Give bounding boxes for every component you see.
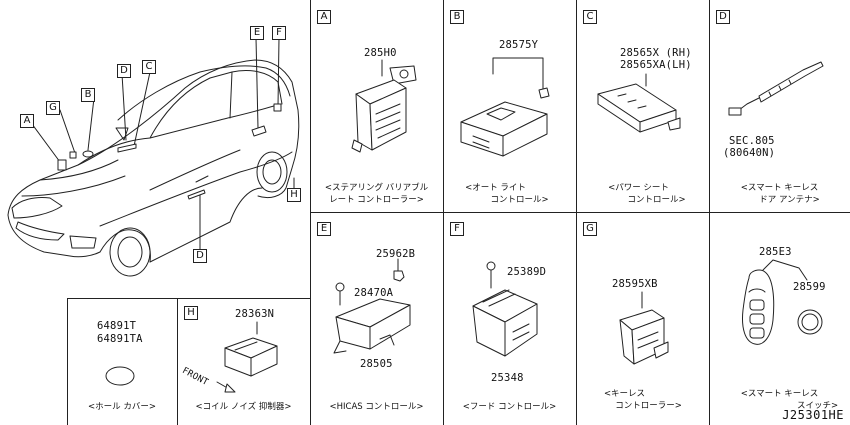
caption-line: <オート ライト [465, 183, 526, 193]
diagram-code: J25301HE [782, 408, 844, 422]
panel-hole-cover: 64891T 64891TA <ホール カバー> [67, 298, 177, 425]
panel-c: C 28565X (RH) 28565XA(LH) <パワー シート コントロー… [576, 0, 709, 212]
part-number-lh: 28565XA(LH) [620, 59, 692, 71]
caption-line: <スマート キーレス [740, 183, 819, 193]
caption-line: <フード コントロール> [462, 402, 557, 412]
part-number: 25348 [491, 372, 524, 384]
keyless-controller-icon [619, 291, 669, 365]
caption-line: ドア アンテナ> [759, 195, 820, 205]
divider [177, 298, 178, 425]
caption-line: レート コントローラー> [329, 195, 424, 205]
panel-f: F 25389D 25348 <フード コントロール> [443, 212, 576, 425]
caption-line: <ホール カバー> [88, 402, 156, 412]
caption-line: スイッチ> [796, 401, 839, 411]
panel-d: D SEC.805 (80640N) <スマート キーレス ドア アンテナ> [709, 0, 850, 212]
door-antenna-icon [728, 61, 824, 116]
smart-key-fob-icon [742, 259, 823, 345]
panel-e: E 25962B 28470A 28505 <HICAS コントロール> [310, 212, 443, 425]
coil-noise-suppressor-icon [216, 321, 278, 393]
power-seat-control-icon [597, 73, 681, 133]
panel-a: A 285H0 <ステアリング バリアブル レート コントローラー> [310, 0, 443, 212]
panel-letter: H [184, 306, 198, 320]
hole-cover-icon [105, 366, 135, 386]
part-number: 28505 [360, 358, 393, 370]
caption-line: <パワー シート [608, 183, 669, 193]
part-number: 28470A [354, 287, 394, 299]
car-overview-drawing [7, 37, 300, 277]
callout-e: E [250, 26, 264, 40]
panel-b: B 28575Y <オート ライト コントロール> [443, 0, 576, 212]
auto-light-control-icon [460, 57, 550, 157]
callout-d-door: D [193, 249, 207, 263]
part-number: 28363N [235, 308, 275, 320]
hicas-control-icon [333, 258, 411, 354]
hood-control-icon [472, 261, 538, 357]
part-number: 285E3 [759, 246, 792, 258]
panel-letter: E [317, 222, 331, 236]
caption-line: <コイル ノイズ 抑制器> [195, 402, 292, 412]
panel-letter: F [450, 222, 464, 236]
panel-h: H 28363N FRONT <コイル ノイズ 抑制器> [177, 298, 310, 425]
panel-letter: A [317, 10, 331, 24]
caption-line: <HICAS コントロール> [329, 402, 424, 412]
section-part: (80640N) [723, 147, 776, 159]
part-number: 25962B [376, 248, 416, 260]
callout-h: H [287, 188, 301, 202]
callout-f: F [272, 26, 286, 40]
callout-c: C [142, 60, 156, 74]
divider [67, 298, 68, 425]
panel-smart-key: 285E3 28599 <スマート キーレス スイッチ> [709, 212, 850, 425]
part-number: 28595XB [612, 278, 658, 290]
panel-letter: G [583, 222, 597, 236]
part-number: 64891TA [97, 333, 143, 345]
panel-letter: B [450, 10, 464, 24]
caption-line: <スマート キーレス [740, 389, 819, 399]
part-number-rh: 28565X (RH) [620, 47, 692, 59]
caption-line: <キーレス [603, 389, 646, 399]
panel-letter: D [716, 10, 730, 24]
part-number: 285H0 [364, 47, 397, 59]
caption-line: コントロール> [490, 195, 549, 205]
steering-rate-controller-icon [351, 59, 417, 153]
callout-d: D [117, 64, 131, 78]
divider [67, 298, 310, 299]
callout-b: B [81, 88, 95, 102]
panel-g: G 28595XB <キーレス コントローラー> [576, 212, 709, 425]
caption-line: コントローラー> [615, 401, 682, 411]
section-ref: SEC.805 [729, 135, 775, 147]
callout-g: G [46, 101, 60, 115]
divider [310, 212, 850, 213]
part-number: 28599 [793, 281, 826, 293]
part-number: 25389D [507, 266, 547, 278]
part-number: 64891T [97, 320, 137, 332]
part-number: 28575Y [499, 39, 539, 51]
panel-letter: C [583, 10, 597, 24]
caption-line: <ステアリング バリアブル [324, 183, 429, 193]
caption-line: コントロール> [627, 195, 686, 205]
callout-a: A [20, 114, 34, 128]
